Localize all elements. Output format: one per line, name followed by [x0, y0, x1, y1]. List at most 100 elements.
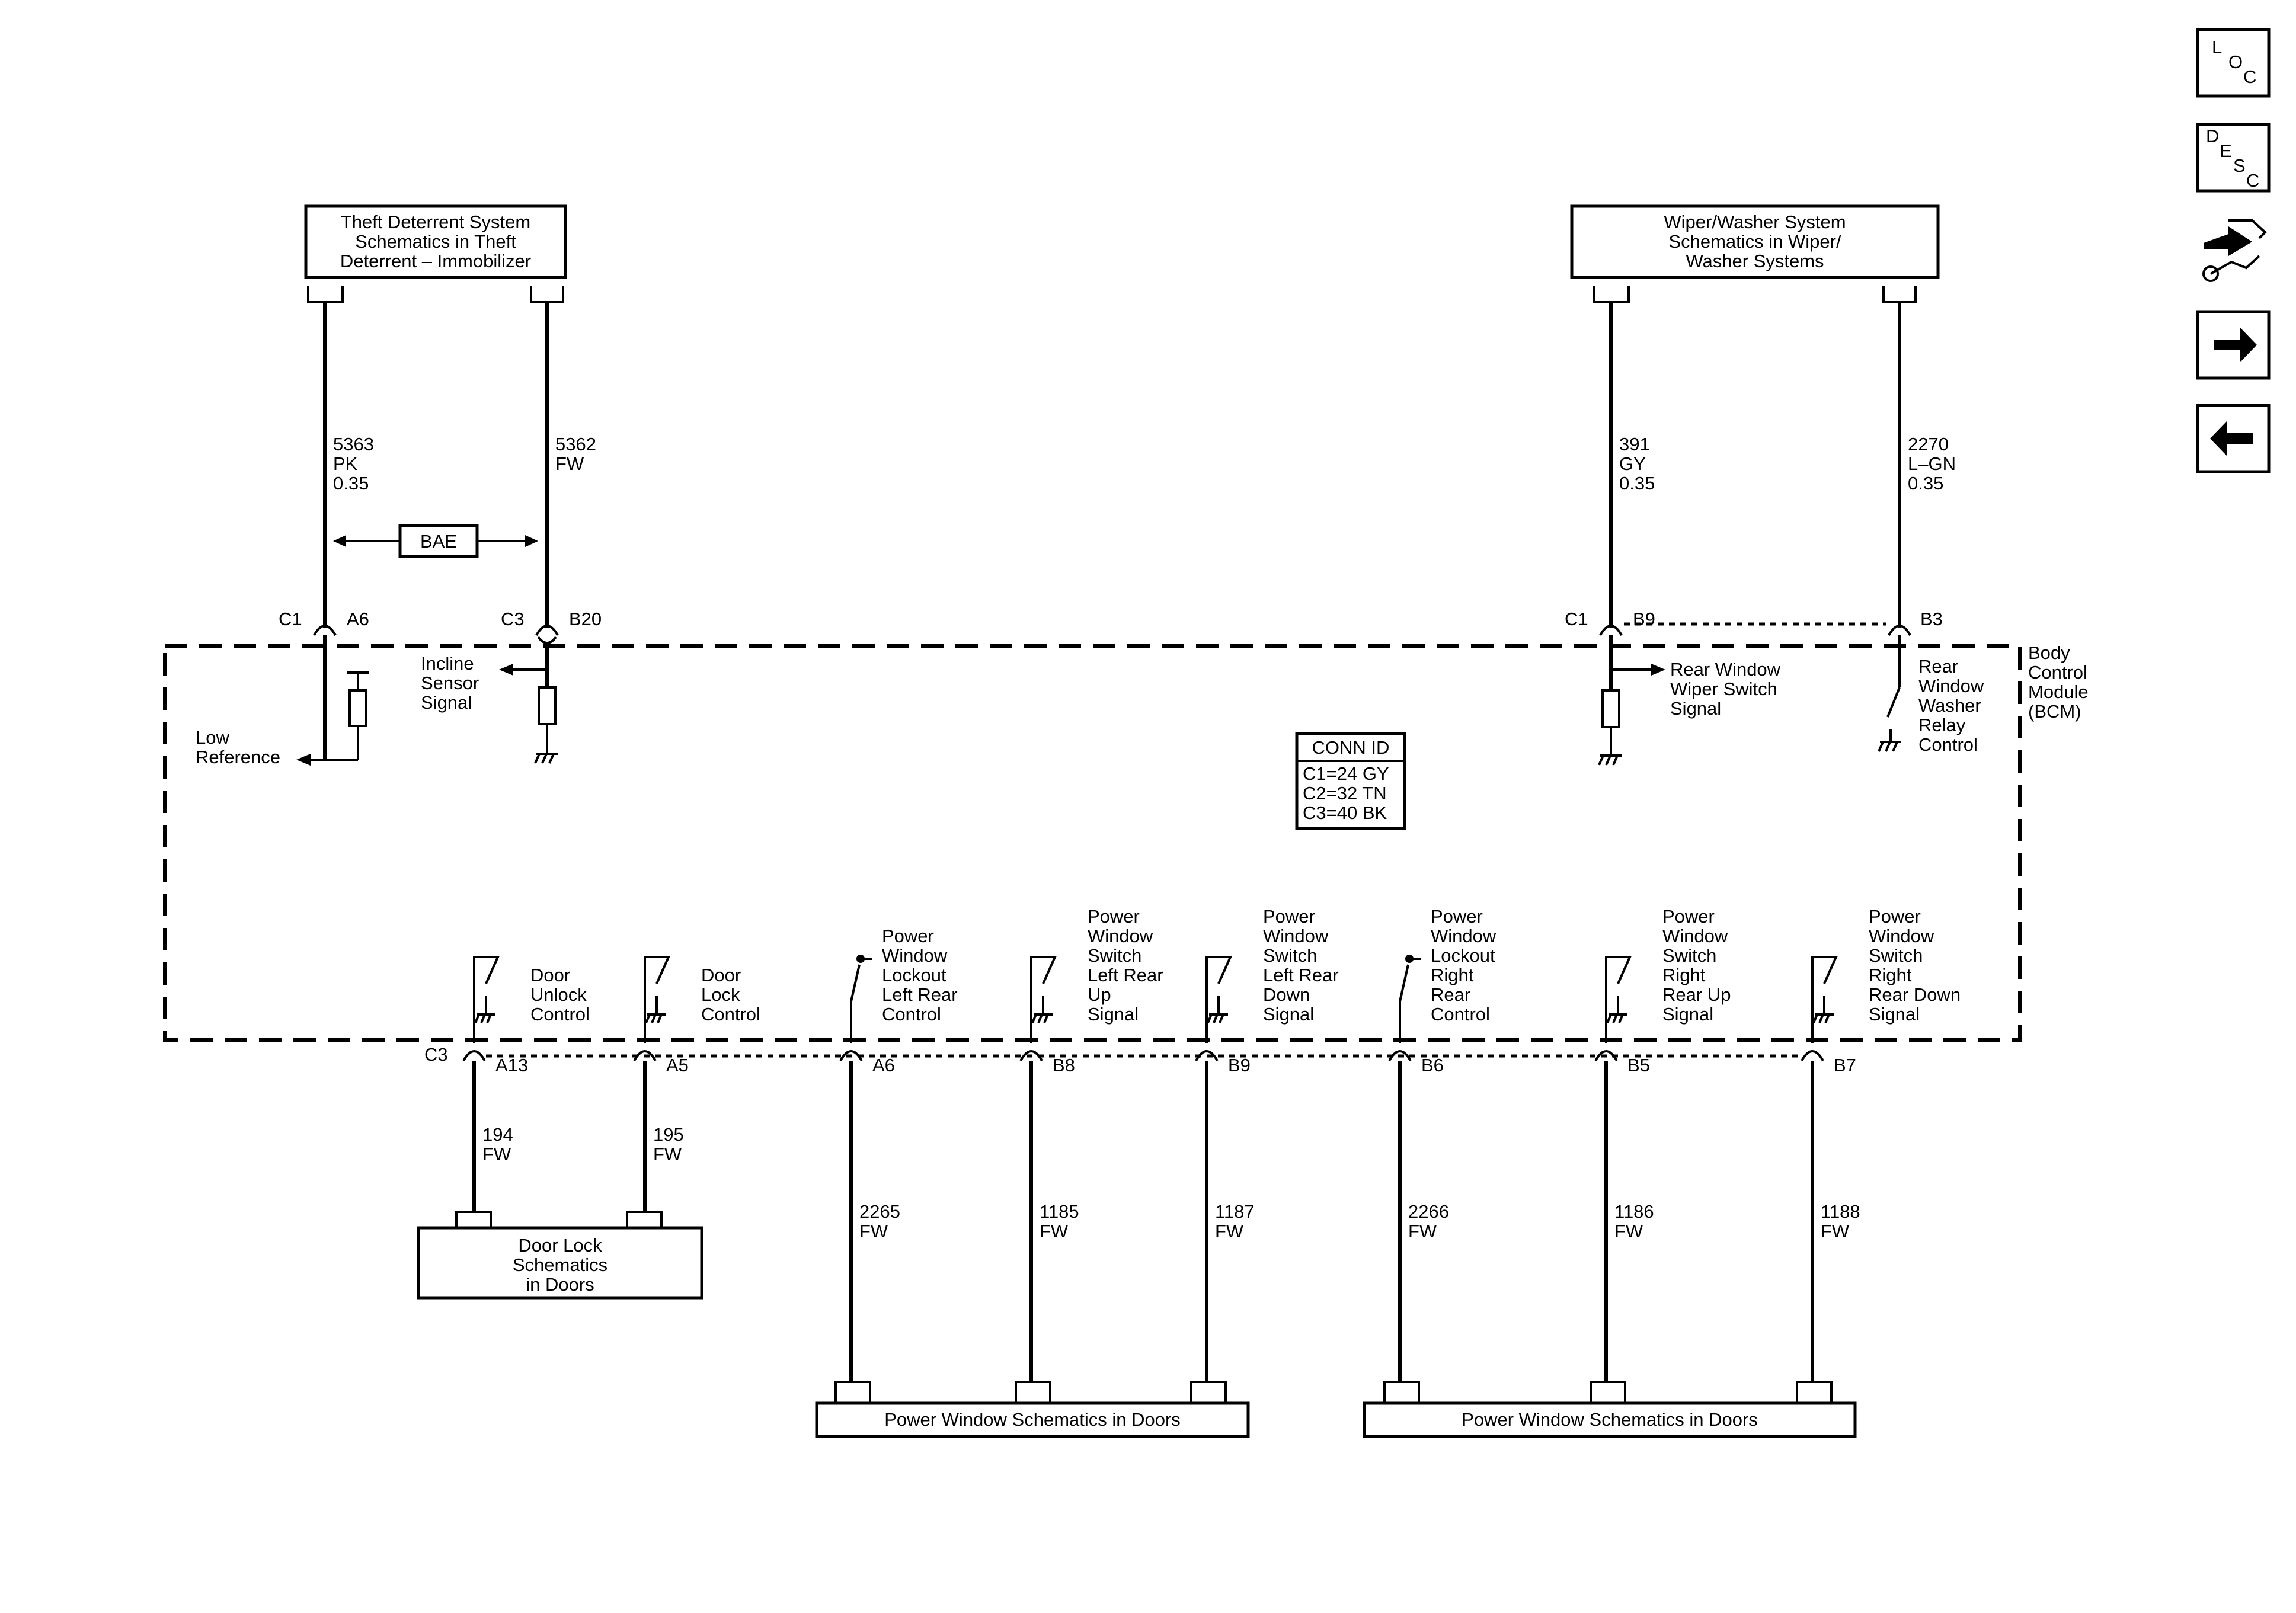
ground-symbol: [474, 1014, 492, 1023]
pin-function-label: Power: [882, 926, 934, 946]
svg-text:PK: PK: [333, 453, 358, 474]
pin-label-a5: A5: [666, 1055, 689, 1076]
svg-text:C1: C1: [1565, 609, 1588, 629]
pin-function-label: Door: [530, 965, 570, 985]
pin-function-label: Door: [701, 965, 741, 985]
wire-number-label: 2265: [859, 1201, 900, 1222]
top-connector-stubs: [307, 286, 1917, 303]
svg-text:C3: C3: [501, 609, 525, 629]
svg-text:Relay: Relay: [1918, 715, 1966, 735]
rear-washer-relay-circuit: Rear Window Washer Relay Control: [1878, 635, 1984, 755]
svg-text:Rear Window: Rear Window: [1670, 659, 1781, 680]
pin-function-label: Right: [1662, 965, 1706, 985]
svg-text:Window: Window: [1918, 676, 1984, 696]
pin-connector: [1388, 1050, 1412, 1062]
svg-text:Sensor: Sensor: [421, 673, 479, 693]
pin-function-label: Up: [1088, 984, 1111, 1005]
c3-connector-label: C3: [424, 1044, 448, 1065]
ground-symbol: [1606, 1014, 1624, 1023]
svg-text:BAE: BAE: [420, 531, 457, 552]
pin-function-label: Rear Up: [1662, 984, 1731, 1005]
svg-text:C: C: [2243, 66, 2256, 87]
wire-label-2270: 2270 L–GN 0.35: [1908, 434, 1956, 494]
wire-number-label: 194: [482, 1124, 513, 1145]
pin-label-a6: A6: [872, 1055, 895, 1076]
desc-icon[interactable]: D E S C: [2196, 123, 2271, 193]
svg-text:L: L: [2212, 37, 2222, 57]
wiper-washer-reference-box[interactable]: Wiper/Washer System Schematics in Wiper/…: [1570, 204, 1940, 279]
svg-text:Washer Systems: Washer Systems: [1686, 251, 1824, 271]
pin-function-label: Window: [1662, 926, 1728, 946]
pin-connector: [1801, 1050, 1824, 1062]
svg-text:CONN ID: CONN ID: [1312, 737, 1390, 758]
pin-function-label: Power: [1088, 906, 1140, 927]
pin-function-label: Control: [882, 1004, 941, 1025]
svg-text:5363: 5363: [333, 434, 374, 455]
pin-function-label: Signal: [1263, 1004, 1314, 1025]
pin-connector: [839, 1050, 863, 1062]
svg-text:Power Window Schematics in Doo: Power Window Schematics in Doors: [1462, 1409, 1758, 1430]
pin-function-label: Lockout: [882, 965, 946, 985]
svg-text:Module: Module: [2028, 681, 2089, 702]
pin-connector: [462, 1050, 486, 1062]
top-connectors: [313, 622, 1911, 644]
svg-text:Wiper Switch: Wiper Switch: [1670, 679, 1777, 699]
bottom-connector-stub: [1383, 1381, 1420, 1403]
previous-page-arrow-icon[interactable]: [2196, 404, 2271, 473]
power-window-left-reference-box[interactable]: Power Window Schematics in Doors: [815, 1401, 1250, 1438]
svg-text:Door Lock: Door Lock: [518, 1235, 602, 1256]
pin-function-label: Window: [882, 945, 948, 966]
pin-function-label: Left Rear: [1263, 965, 1339, 985]
relay-switch-symbol: [473, 956, 500, 1043]
svg-text:Control: Control: [2028, 662, 2087, 683]
wire-color-label: FW: [482, 1144, 511, 1164]
relay-switch-symbol: [1205, 956, 1233, 1043]
pin-function-label: Right: [1431, 965, 1474, 985]
relay-switch-symbol: [1030, 956, 1057, 1043]
pin-label-b9: B9: [1228, 1055, 1251, 1076]
pin-function-label: Signal: [1869, 1004, 1920, 1025]
pin-label-b5: B5: [1627, 1055, 1650, 1076]
bottom-connector-stub: [834, 1381, 871, 1403]
conn-id-table: CONN ID C1=24 GY C2=32 TN C3=40 BK: [1295, 732, 1406, 830]
svg-text:Wiper/Washer System: Wiper/Washer System: [1664, 212, 1846, 232]
svg-text:O: O: [2228, 52, 2243, 72]
pin-function-label: Switch: [1263, 945, 1317, 966]
bottom-connector-stub: [1190, 1381, 1227, 1403]
theft-deterrent-reference-box[interactable]: Theft Deterrent System Schematics in The…: [304, 204, 567, 279]
svg-text:Schematics: Schematics: [513, 1254, 607, 1275]
pin-connector: [1195, 1050, 1219, 1062]
pin-function-label: Power: [1869, 906, 1921, 927]
svg-text:Theft Deterrent System: Theft Deterrent System: [341, 212, 530, 232]
pin-label-b7: B7: [1834, 1055, 1856, 1076]
wire-label-391: 391 GY 0.35: [1619, 434, 1655, 494]
wire-number-label: 1185: [1040, 1201, 1079, 1222]
svg-text:0.35: 0.35: [1619, 473, 1655, 494]
pin-function-label: Control: [1431, 1004, 1490, 1025]
bottom-connector-stub: [1590, 1381, 1626, 1403]
wire-number-label: 195: [653, 1124, 684, 1145]
svg-text:Body: Body: [2028, 642, 2070, 663]
wire-color-label: FW: [1821, 1221, 1850, 1241]
bottom-pin-circuits: A13DoorUnlockControl194FWA5DoorLockContr…: [462, 906, 1961, 1403]
pin-function-label: Down: [1263, 984, 1310, 1005]
top-pin-labels: C1 A6 C3 B20 C1 B9 B3: [279, 609, 1943, 629]
wire-color-label: FW: [1614, 1221, 1643, 1241]
svg-text:Power Window Schematics in Doo: Power Window Schematics in Doors: [884, 1409, 1181, 1430]
svg-text:E: E: [2220, 140, 2232, 161]
loc-icon[interactable]: L O C: [2196, 28, 2271, 98]
ground-symbol: [645, 1014, 663, 1023]
bae-indicator: BAE: [333, 524, 538, 558]
next-page-arrow-icon[interactable]: [2196, 310, 2271, 380]
connector-repair-icon[interactable]: [2202, 219, 2267, 282]
pin-function-label: Left Rear: [882, 984, 958, 1005]
low-reference-circuit: Low Reference: [196, 635, 369, 767]
svg-text:5362: 5362: [555, 434, 596, 455]
wire-color-label: FW: [1408, 1221, 1437, 1241]
svg-text:B9: B9: [1633, 609, 1655, 629]
pin-function-label: Power: [1431, 906, 1483, 927]
top-wires: [323, 302, 1901, 628]
door-lock-reference-box[interactable]: Door Lock Schematics in Doors: [417, 1211, 703, 1300]
power-window-right-reference-box[interactable]: Power Window Schematics in Doors: [1363, 1401, 1857, 1438]
